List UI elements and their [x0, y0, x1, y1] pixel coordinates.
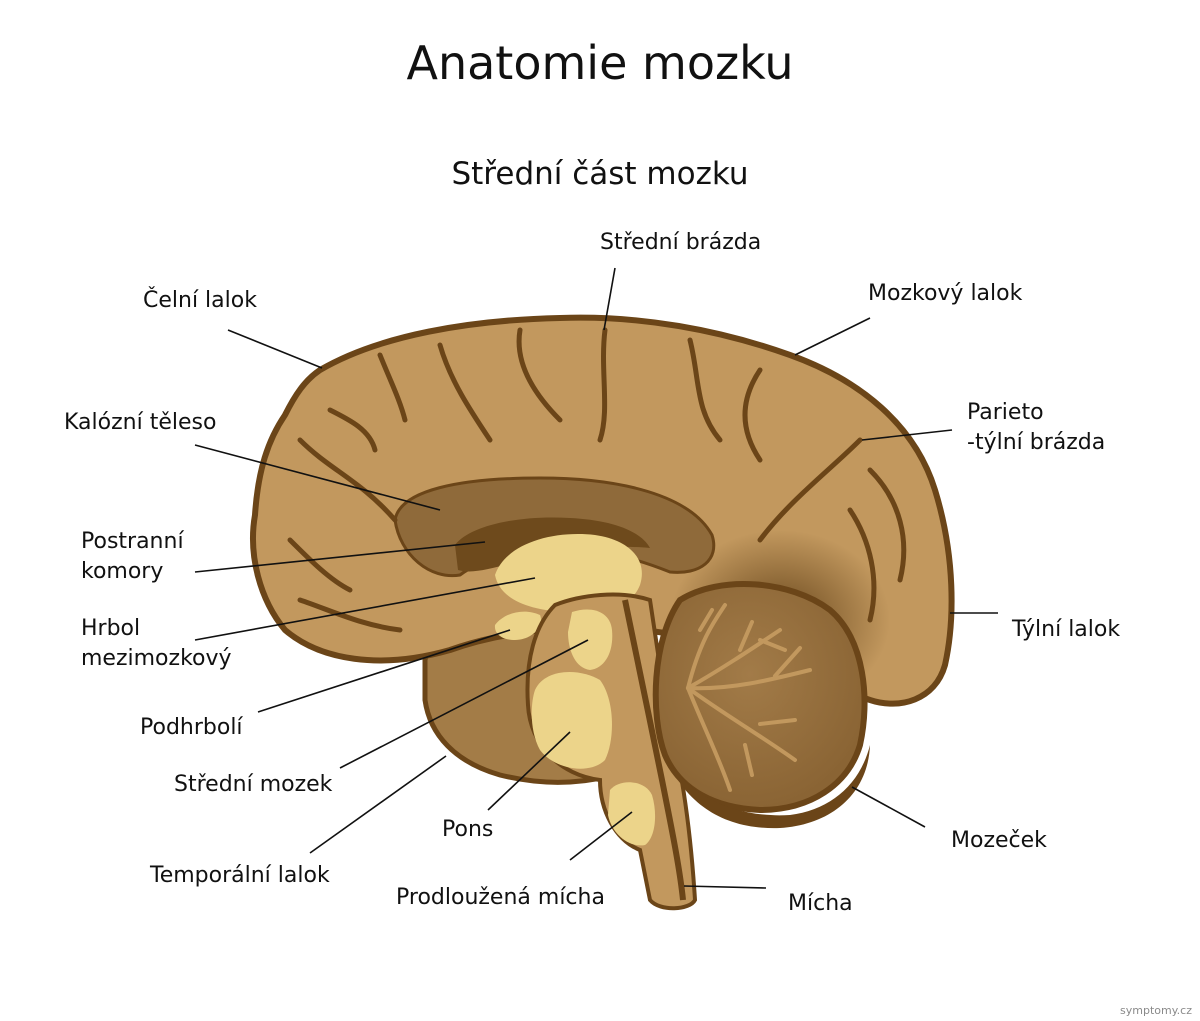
leader-stredni-mozek	[339, 639, 589, 769]
cortex-sulci	[287, 327, 907, 633]
hypothalamus-shape	[494, 611, 541, 640]
diagram-title: Anatomie mozku	[406, 36, 794, 90]
leader-pons	[487, 731, 571, 811]
leader-mozkovy-lalok	[794, 317, 871, 356]
leader-celni-lalok	[227, 329, 323, 369]
label-postranni-line2: komory	[81, 559, 164, 584]
label-stredni-brazda: Střední brázda	[600, 230, 762, 255]
medulla-shape	[608, 782, 656, 846]
leader-parieto	[861, 429, 953, 441]
label-hrbol-line2: mezimozkový	[81, 646, 232, 671]
leader-podhrboli	[257, 629, 511, 713]
midbrain-shape	[568, 609, 613, 670]
watermark: symptomy.cz	[1120, 1004, 1192, 1017]
label-parieto-line2: -týlní brázda	[967, 430, 1106, 455]
leader-kalozni-teleso	[194, 444, 441, 511]
label-stredni-mozek: Střední mozek	[174, 772, 333, 797]
leader-prodlouzena	[569, 811, 633, 861]
leader-hrbol	[194, 577, 536, 641]
label-mozecek: Mozeček	[951, 828, 1047, 853]
cerebellum-shape	[652, 581, 868, 814]
label-temporalni-lalok: Temporální lalok	[150, 863, 330, 888]
leader-temporalni	[309, 755, 447, 854]
label-parieto-line1: Parieto	[967, 400, 1044, 425]
diagram-subtitle: Střední část mozku	[451, 156, 749, 192]
arbor-vitae	[686, 603, 812, 792]
central-canal	[622, 599, 686, 901]
label-postranni-komory: Postranní komory	[81, 527, 184, 587]
leader-stredni-brazda	[603, 267, 616, 331]
label-prodlouzena-micha: Prodloužená mícha	[396, 885, 605, 910]
label-tylni-lalok: Týlní lalok	[1012, 617, 1121, 642]
label-celni-lalok: Čelní lalok	[143, 288, 257, 313]
leader-micha	[683, 885, 767, 889]
label-parieto: Parieto -týlní brázda	[967, 398, 1105, 458]
label-podhrboli: Podhrbolí	[140, 715, 243, 740]
pons-shape	[531, 671, 612, 769]
label-postranni-line1: Postranní	[81, 529, 184, 554]
label-hrbol-line1: Hrbol	[81, 616, 141, 641]
cerebellum-lower-rim	[665, 745, 870, 829]
label-pons: Pons	[442, 817, 494, 842]
label-mozkovy-lalok: Mozkový lalok	[868, 281, 1023, 306]
leader-mozecek	[851, 786, 926, 828]
label-hrbol-mezimozkovy: Hrbol mezimozkový	[81, 614, 232, 674]
label-micha: Mícha	[788, 891, 853, 916]
label-kalozni-teleso: Kalózní těleso	[64, 410, 217, 435]
leader-postranni	[194, 541, 486, 573]
